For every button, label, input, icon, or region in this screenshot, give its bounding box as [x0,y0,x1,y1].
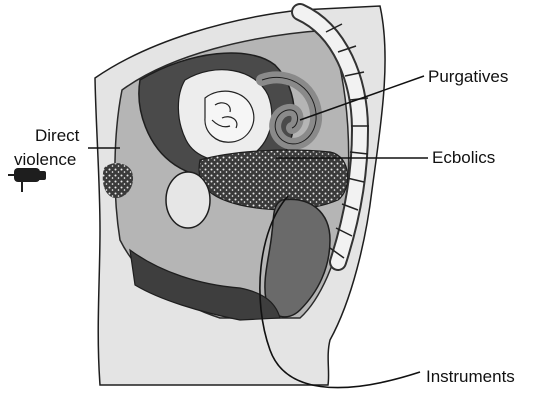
bladder [166,172,210,228]
ecbolics-label: Ecbolics [432,148,495,167]
direct-violence-label-line2: violence [14,150,76,169]
purgatives-label: Purgatives [428,67,508,86]
instruments-label: Instruments [426,367,515,386]
direct-violence-label-line1: Direct [35,126,79,145]
fist-icon [8,168,46,192]
